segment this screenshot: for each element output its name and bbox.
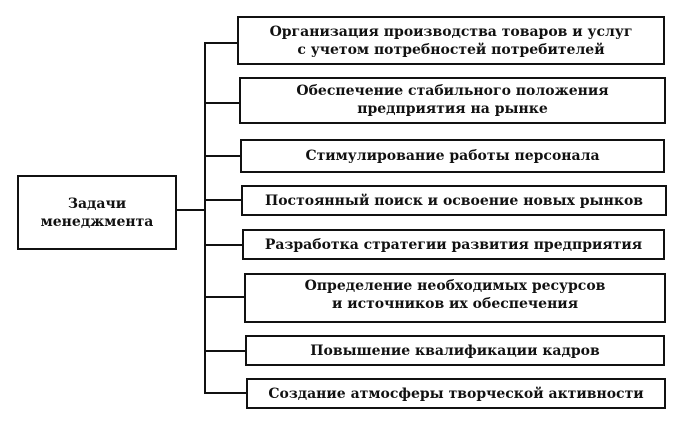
task-node: Обеспечение стабильного положения предпр… [239, 77, 666, 124]
branch-line [204, 199, 242, 201]
branch-line [204, 350, 246, 352]
task-node: Организация производства товаров и услуг… [237, 16, 665, 65]
branch-line [204, 296, 245, 298]
task-node: Постоянный поиск и освоение новых рынков [241, 185, 667, 216]
task-node: Определение необходимых ресурсов и источ… [244, 273, 666, 323]
task-node: Стимулирование работы персонала [240, 139, 665, 173]
trunk-line [204, 42, 206, 394]
root-node: Задачи менеджмента [17, 175, 177, 250]
task-node: Создание атмосферы творческой активности [246, 378, 666, 409]
branch-line [204, 42, 238, 44]
task-node: Разработка стратегии развития предприяти… [242, 229, 665, 260]
root-connector [177, 209, 206, 211]
branch-line [204, 102, 240, 104]
task-node: Повышение квалификации кадров [245, 335, 665, 366]
branch-line [204, 392, 247, 394]
branch-line [204, 244, 243, 246]
branch-line [204, 155, 241, 157]
